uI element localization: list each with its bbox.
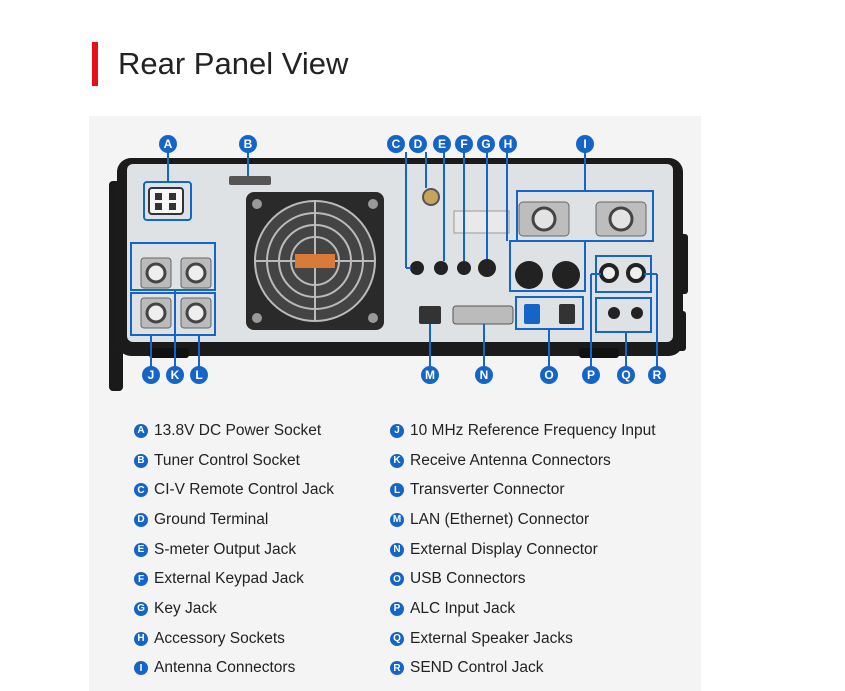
legend-item: F External Keypad Jack: [134, 564, 334, 594]
legend-badge: D: [134, 513, 148, 527]
key-jack: [478, 259, 496, 277]
tuner-socket: [229, 176, 271, 185]
legend-badge: F: [134, 572, 148, 586]
speaker-jack-2: [631, 307, 643, 319]
legend-item: I Antenna Connectors: [134, 654, 334, 684]
label-plate: [454, 211, 509, 233]
legend-label: ALC Input Jack: [410, 600, 515, 618]
legend-badge: P: [390, 602, 404, 616]
legend-column-left: A 13.8V DC Power Socket B Tuner Control So…: [134, 416, 334, 683]
legend-label: 10 MHz Reference Frequency Input: [410, 422, 656, 440]
legend-label: SEND Control Jack: [410, 659, 544, 677]
legend-item: C CI-V Remote Control Jack: [134, 475, 334, 505]
legend-item: M LAN (Ethernet) Connector: [390, 505, 656, 535]
legend-badge: G: [134, 602, 148, 616]
legend-item: P ALC Input Jack: [390, 594, 656, 624]
svg-text:O: O: [544, 368, 553, 382]
alc-input-jack: [601, 265, 617, 281]
legend-label: LAN (Ethernet) Connector: [410, 511, 589, 529]
svg-text:C: C: [392, 137, 401, 151]
legend-badge: R: [390, 661, 404, 675]
svg-text:M: M: [425, 368, 435, 382]
legend-badge: O: [390, 572, 404, 586]
legend-item: G Key Jack: [134, 594, 334, 624]
keypad-jack: [457, 261, 471, 275]
legend-label: S-meter Output Jack: [154, 541, 296, 559]
accessory-socket-1: [515, 261, 543, 289]
heading-accent-bar: [92, 42, 98, 86]
legend-item: N External Display Connector: [390, 535, 656, 565]
foot-right: [579, 348, 619, 358]
legend-label: USB Connectors: [410, 570, 525, 588]
svg-text:B: B: [244, 137, 253, 151]
legend-label: Tuner Control Socket: [154, 452, 300, 470]
svg-text:K: K: [171, 368, 180, 382]
legend-label: Accessory Sockets: [154, 630, 285, 648]
legend-badge: M: [390, 513, 404, 527]
send-jack: [628, 265, 644, 281]
legend-item: K Receive Antenna Connectors: [390, 446, 656, 476]
legend-badge: E: [134, 543, 148, 557]
ground-terminal: [423, 189, 439, 205]
legend-badge: L: [390, 483, 404, 497]
legend-badge: N: [390, 543, 404, 557]
legend-item: B Tuner Control Socket: [134, 446, 334, 476]
legend-item: L Transverter Connector: [390, 475, 656, 505]
svg-text:F: F: [460, 137, 467, 151]
page-title: Rear Panel View: [118, 46, 348, 82]
legend-badge: J: [390, 424, 404, 438]
rear-panel-diagram: A B C D E F G H I J K L M: [89, 116, 701, 416]
legend-label: Ground Terminal: [154, 511, 268, 529]
legend-label: External Keypad Jack: [154, 570, 304, 588]
svg-text:L: L: [195, 368, 202, 382]
legend-item: E S-meter Output Jack: [134, 535, 334, 565]
legend-label: Antenna Connectors: [154, 659, 295, 677]
legend-badge: H: [134, 632, 148, 646]
legend-item: Q External Speaker Jacks: [390, 624, 656, 654]
legend-label: Key Jack: [154, 600, 217, 618]
legend-badge: B: [134, 454, 148, 468]
svg-text:D: D: [414, 137, 423, 151]
legend-column-right: J 10 MHz Reference Frequency Input K Recei…: [390, 416, 656, 683]
svg-text:E: E: [438, 137, 446, 151]
legend-item: A 13.8V DC Power Socket: [134, 416, 334, 446]
legend-badge: K: [390, 454, 404, 468]
legend-badge: Q: [390, 632, 404, 646]
legend-item: R SEND Control Jack: [390, 654, 656, 684]
legend-label: Transverter Connector: [410, 481, 565, 499]
legend-item: J 10 MHz Reference Frequency Input: [390, 416, 656, 446]
svg-text:G: G: [481, 137, 490, 151]
s-meter-jack: [434, 261, 448, 275]
usb-port-1: [524, 304, 540, 324]
legend-label: Receive Antenna Connectors: [410, 452, 611, 470]
svg-text:Q: Q: [621, 368, 630, 382]
legend-badge: C: [134, 483, 148, 497]
svg-text:A: A: [164, 137, 173, 151]
legend-badge: A: [134, 424, 148, 438]
accessory-socket-2: [552, 261, 580, 289]
svg-text:J: J: [148, 368, 155, 382]
svg-text:H: H: [504, 137, 513, 151]
display-port: [453, 306, 513, 324]
legend-label: External Display Connector: [410, 541, 598, 559]
svg-text:R: R: [653, 368, 662, 382]
lan-port: [419, 306, 441, 324]
legend-badge: I: [134, 661, 148, 675]
ci-v-jack: [410, 261, 424, 275]
svg-text:I: I: [583, 137, 586, 151]
legend-label: CI-V Remote Control Jack: [154, 481, 334, 499]
svg-text:P: P: [587, 368, 595, 382]
usb-port-2: [559, 304, 575, 324]
legend-item: H Accessory Sockets: [134, 624, 334, 654]
section-heading: Rear Panel View: [92, 42, 348, 86]
legend-item: O USB Connectors: [390, 564, 656, 594]
power-socket: [149, 188, 183, 214]
speaker-jack-1: [608, 307, 620, 319]
legend-label: External Speaker Jacks: [410, 630, 573, 648]
foot-left: [149, 348, 189, 358]
svg-text:N: N: [480, 368, 489, 382]
legend-item: D Ground Terminal: [134, 505, 334, 535]
legend-label: 13.8V DC Power Socket: [154, 422, 321, 440]
